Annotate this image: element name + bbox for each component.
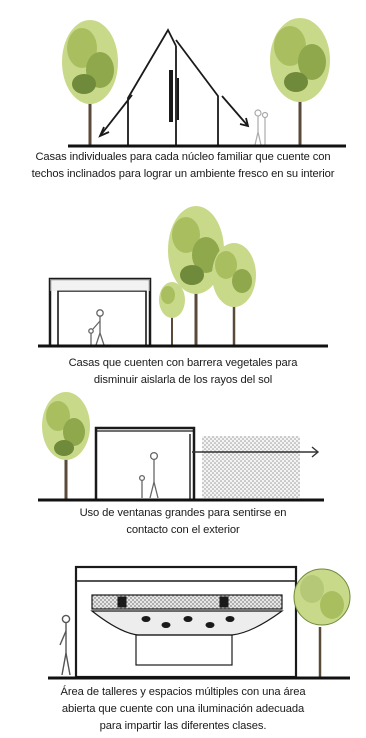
- caption-line: Casas que cuenten con barrera vegetales …: [68, 357, 298, 369]
- caption: Área de talleres y espacios múltiples co…: [0, 684, 366, 735]
- tree-icon: [270, 18, 330, 145]
- caption-line: techos inclinados para lograr un ambient…: [31, 168, 335, 180]
- panel-sloped-roof-houses: Casas individuales para cada núcleo fami…: [0, 0, 366, 190]
- tree-icon: [42, 392, 90, 500]
- tree-icon: [293, 568, 351, 677]
- caption-line: Casas individuales para cada núcleo fami…: [35, 151, 331, 163]
- window-view-hatch: [202, 436, 300, 498]
- large-windows-illustration: [38, 392, 324, 502]
- person-icon: [88, 309, 105, 346]
- arrow-right-icon: [192, 446, 320, 458]
- caption-line: Uso de ventanas grandes para sentirse en: [79, 507, 287, 519]
- workshop-illustration: [48, 565, 351, 680]
- caption-line: para impartir las diferentes clases.: [99, 720, 267, 732]
- sloped-roof-illustration: [62, 18, 346, 148]
- caption: Casas individuales para cada núcleo fami…: [0, 149, 366, 183]
- caption-line: Área de talleres y espacios múltiples co…: [60, 686, 306, 698]
- caption-line: abierta que cuente con una iluminación a…: [61, 703, 305, 715]
- caption: Uso de ventanas grandes para sentirse en…: [0, 505, 366, 539]
- person-icon: [138, 451, 159, 499]
- tree-icon: [212, 243, 256, 345]
- panel-workshop-area: Área de talleres y espacios múltiples co…: [0, 555, 366, 738]
- house-box-icon: [48, 277, 152, 345]
- caption-line: disminuir aislarla de los rayos del sol: [93, 374, 273, 386]
- caption: Casas que cuenten con barrera vegetales …: [0, 355, 366, 389]
- house-sloped-roof-icon: [98, 28, 250, 145]
- tree-icon: [62, 20, 118, 145]
- tree-icon: [168, 206, 224, 345]
- vegetal-barrier-illustration: [38, 206, 328, 348]
- house-open-icon: [94, 426, 196, 500]
- person-icon: [59, 614, 71, 676]
- panel-large-windows: Uso de ventanas grandes para sentirse en…: [0, 388, 366, 548]
- caption-line: contacto con el exterior: [126, 524, 240, 536]
- tree-icon: [159, 282, 185, 345]
- workshop-building-icon: [74, 565, 298, 679]
- person-icon: [254, 109, 269, 146]
- panel-vegetal-barrier-houses: Casas que cuenten con barrera vegetales …: [0, 195, 366, 395]
